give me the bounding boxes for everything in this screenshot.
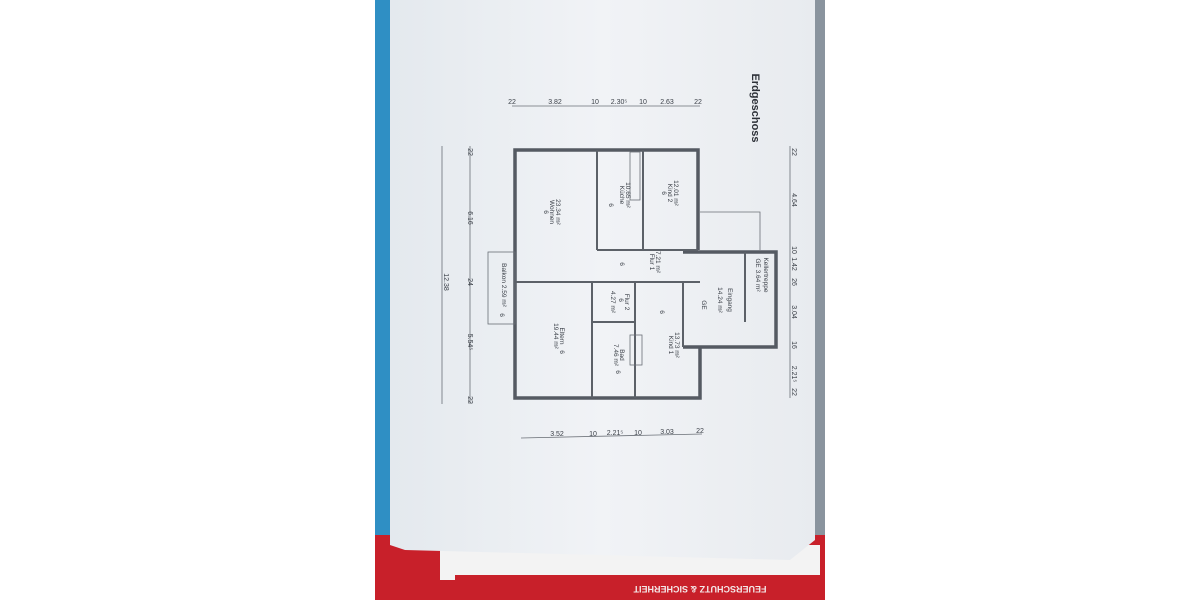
svg-text:4.64: 4.64 <box>790 193 797 207</box>
box-text: FEUERSCHUTZ & SICHERHEIT <box>633 584 767 594</box>
svg-text:Kind 1: Kind 1 <box>667 336 674 355</box>
svg-text:6: 6 <box>614 370 621 374</box>
dimension-top: 22 3.82 10 2.30⁵ 10 2.63 22 <box>508 99 702 107</box>
svg-text:6: 6 <box>660 191 667 195</box>
svg-text:7.46 m²: 7.46 m² <box>612 344 619 367</box>
svg-text:22: 22 <box>696 428 704 435</box>
svg-text:10: 10 <box>790 246 797 254</box>
svg-text:24: 24 <box>466 278 473 286</box>
room-kueche: 6 Küche 10.65 m² <box>607 182 631 208</box>
svg-text:Balkon 2.59 m²: Balkon 2.59 m² <box>500 263 507 308</box>
svg-text:Flur 2: Flur 2 <box>623 294 630 311</box>
room-kind2: 6 Kind 2 12.01 m² <box>660 180 679 206</box>
svg-text:2.21⁵: 2.21⁵ <box>607 430 624 437</box>
room-eltern: Eltern 19.44 m² 6 <box>552 323 565 354</box>
svg-text:22: 22 <box>694 99 702 106</box>
svg-text:22: 22 <box>790 148 797 156</box>
svg-text:2.63: 2.63 <box>660 99 674 106</box>
svg-text:6: 6 <box>498 313 505 317</box>
svg-text:22: 22 <box>466 396 473 404</box>
svg-text:GE: GE <box>700 300 707 310</box>
svg-text:6: 6 <box>617 298 624 302</box>
svg-text:10: 10 <box>634 430 642 437</box>
dimension-left: 12.38 22 6.16 24 5.54⁵ 22 <box>441 146 473 404</box>
svg-text:12.01 m²: 12.01 m² <box>672 180 679 206</box>
room-eingang: GE Eingang 14.24 m² <box>700 287 733 313</box>
room-flur1: 6 Flur 1 7.21 m² <box>618 251 661 274</box>
room-balkon: Balkon 2.59 m² 6 <box>498 263 507 317</box>
svg-text:3.04: 3.04 <box>790 305 797 319</box>
svg-text:10.65 m²: 10.65 m² <box>624 182 631 208</box>
svg-text:Flur 1: Flur 1 <box>648 254 655 271</box>
svg-text:3.52: 3.52 <box>550 431 564 438</box>
kitchen-counter <box>629 151 641 201</box>
dimension-right: 22 4.64 10 1.42 26 3.04 16 2.21⁵ 22 <box>789 146 797 398</box>
svg-text:6: 6 <box>558 350 565 354</box>
room-kellertreppe: Kellertreppe GE 3.64 m² <box>754 257 769 292</box>
svg-text:2.21⁵: 2.21⁵ <box>790 366 797 383</box>
svg-text:22: 22 <box>508 99 516 106</box>
svg-text:1.42: 1.42 <box>790 257 797 271</box>
svg-text:23.34 m²: 23.34 m² <box>554 199 561 225</box>
paper-sheet <box>390 0 815 560</box>
svg-text:Küche: Küche <box>618 186 625 205</box>
svg-text:16: 16 <box>790 341 797 349</box>
svg-text:10: 10 <box>589 431 597 438</box>
svg-text:19.44 m²: 19.44 m² <box>552 323 559 349</box>
dimension-bottom: 3.52 10 2.21⁵ 10 3.03 22 <box>520 428 704 439</box>
svg-text:13.73 m²: 13.73 m² <box>673 332 680 358</box>
svg-text:12.38: 12.38 <box>442 273 449 291</box>
svg-text:6: 6 <box>618 262 625 266</box>
blue-fabric <box>375 0 393 540</box>
room-kind1: 6 Kind 1 13.73 m² <box>658 310 680 358</box>
walls <box>487 148 778 400</box>
svg-text:5.54⁵: 5.54⁵ <box>466 334 473 351</box>
svg-text:22: 22 <box>466 148 473 156</box>
svg-text:GE 3.64 m²: GE 3.64 m² <box>754 258 761 292</box>
svg-text:10: 10 <box>591 99 599 106</box>
svg-text:10: 10 <box>639 99 647 106</box>
svg-text:Eltern: Eltern <box>558 328 565 345</box>
svg-text:3.03: 3.03 <box>660 429 674 436</box>
svg-text:Bad: Bad <box>618 349 625 361</box>
svg-text:22: 22 <box>790 388 797 396</box>
svg-text:6.16: 6.16 <box>466 211 473 225</box>
svg-text:Wohnen: Wohnen <box>548 200 555 224</box>
svg-text:14.24 m²: 14.24 m² <box>716 287 723 313</box>
room-wohnen: 6 Wohnen 23.34 m² <box>542 199 561 225</box>
plan-title: Erdgeschoss <box>749 73 761 142</box>
svg-text:Kellertreppe: Kellertreppe <box>762 257 769 292</box>
svg-text:Kind 2: Kind 2 <box>666 184 673 203</box>
svg-text:3.82: 3.82 <box>548 99 562 106</box>
svg-text:6: 6 <box>658 310 665 314</box>
svg-text:7.21 m²: 7.21 m² <box>654 251 661 274</box>
svg-text:4.27 m²: 4.27 m² <box>609 291 616 314</box>
svg-text:26: 26 <box>790 278 797 286</box>
svg-text:Eingang: Eingang <box>726 288 733 312</box>
svg-text:6: 6 <box>607 203 614 207</box>
room-flur2: 6 Flur 2 4.27 m² <box>609 291 630 314</box>
svg-text:2.30⁵: 2.30⁵ <box>611 99 628 106</box>
svg-text:6: 6 <box>542 210 549 214</box>
room-bad: Bad 7.46 m² 6 <box>612 334 643 374</box>
